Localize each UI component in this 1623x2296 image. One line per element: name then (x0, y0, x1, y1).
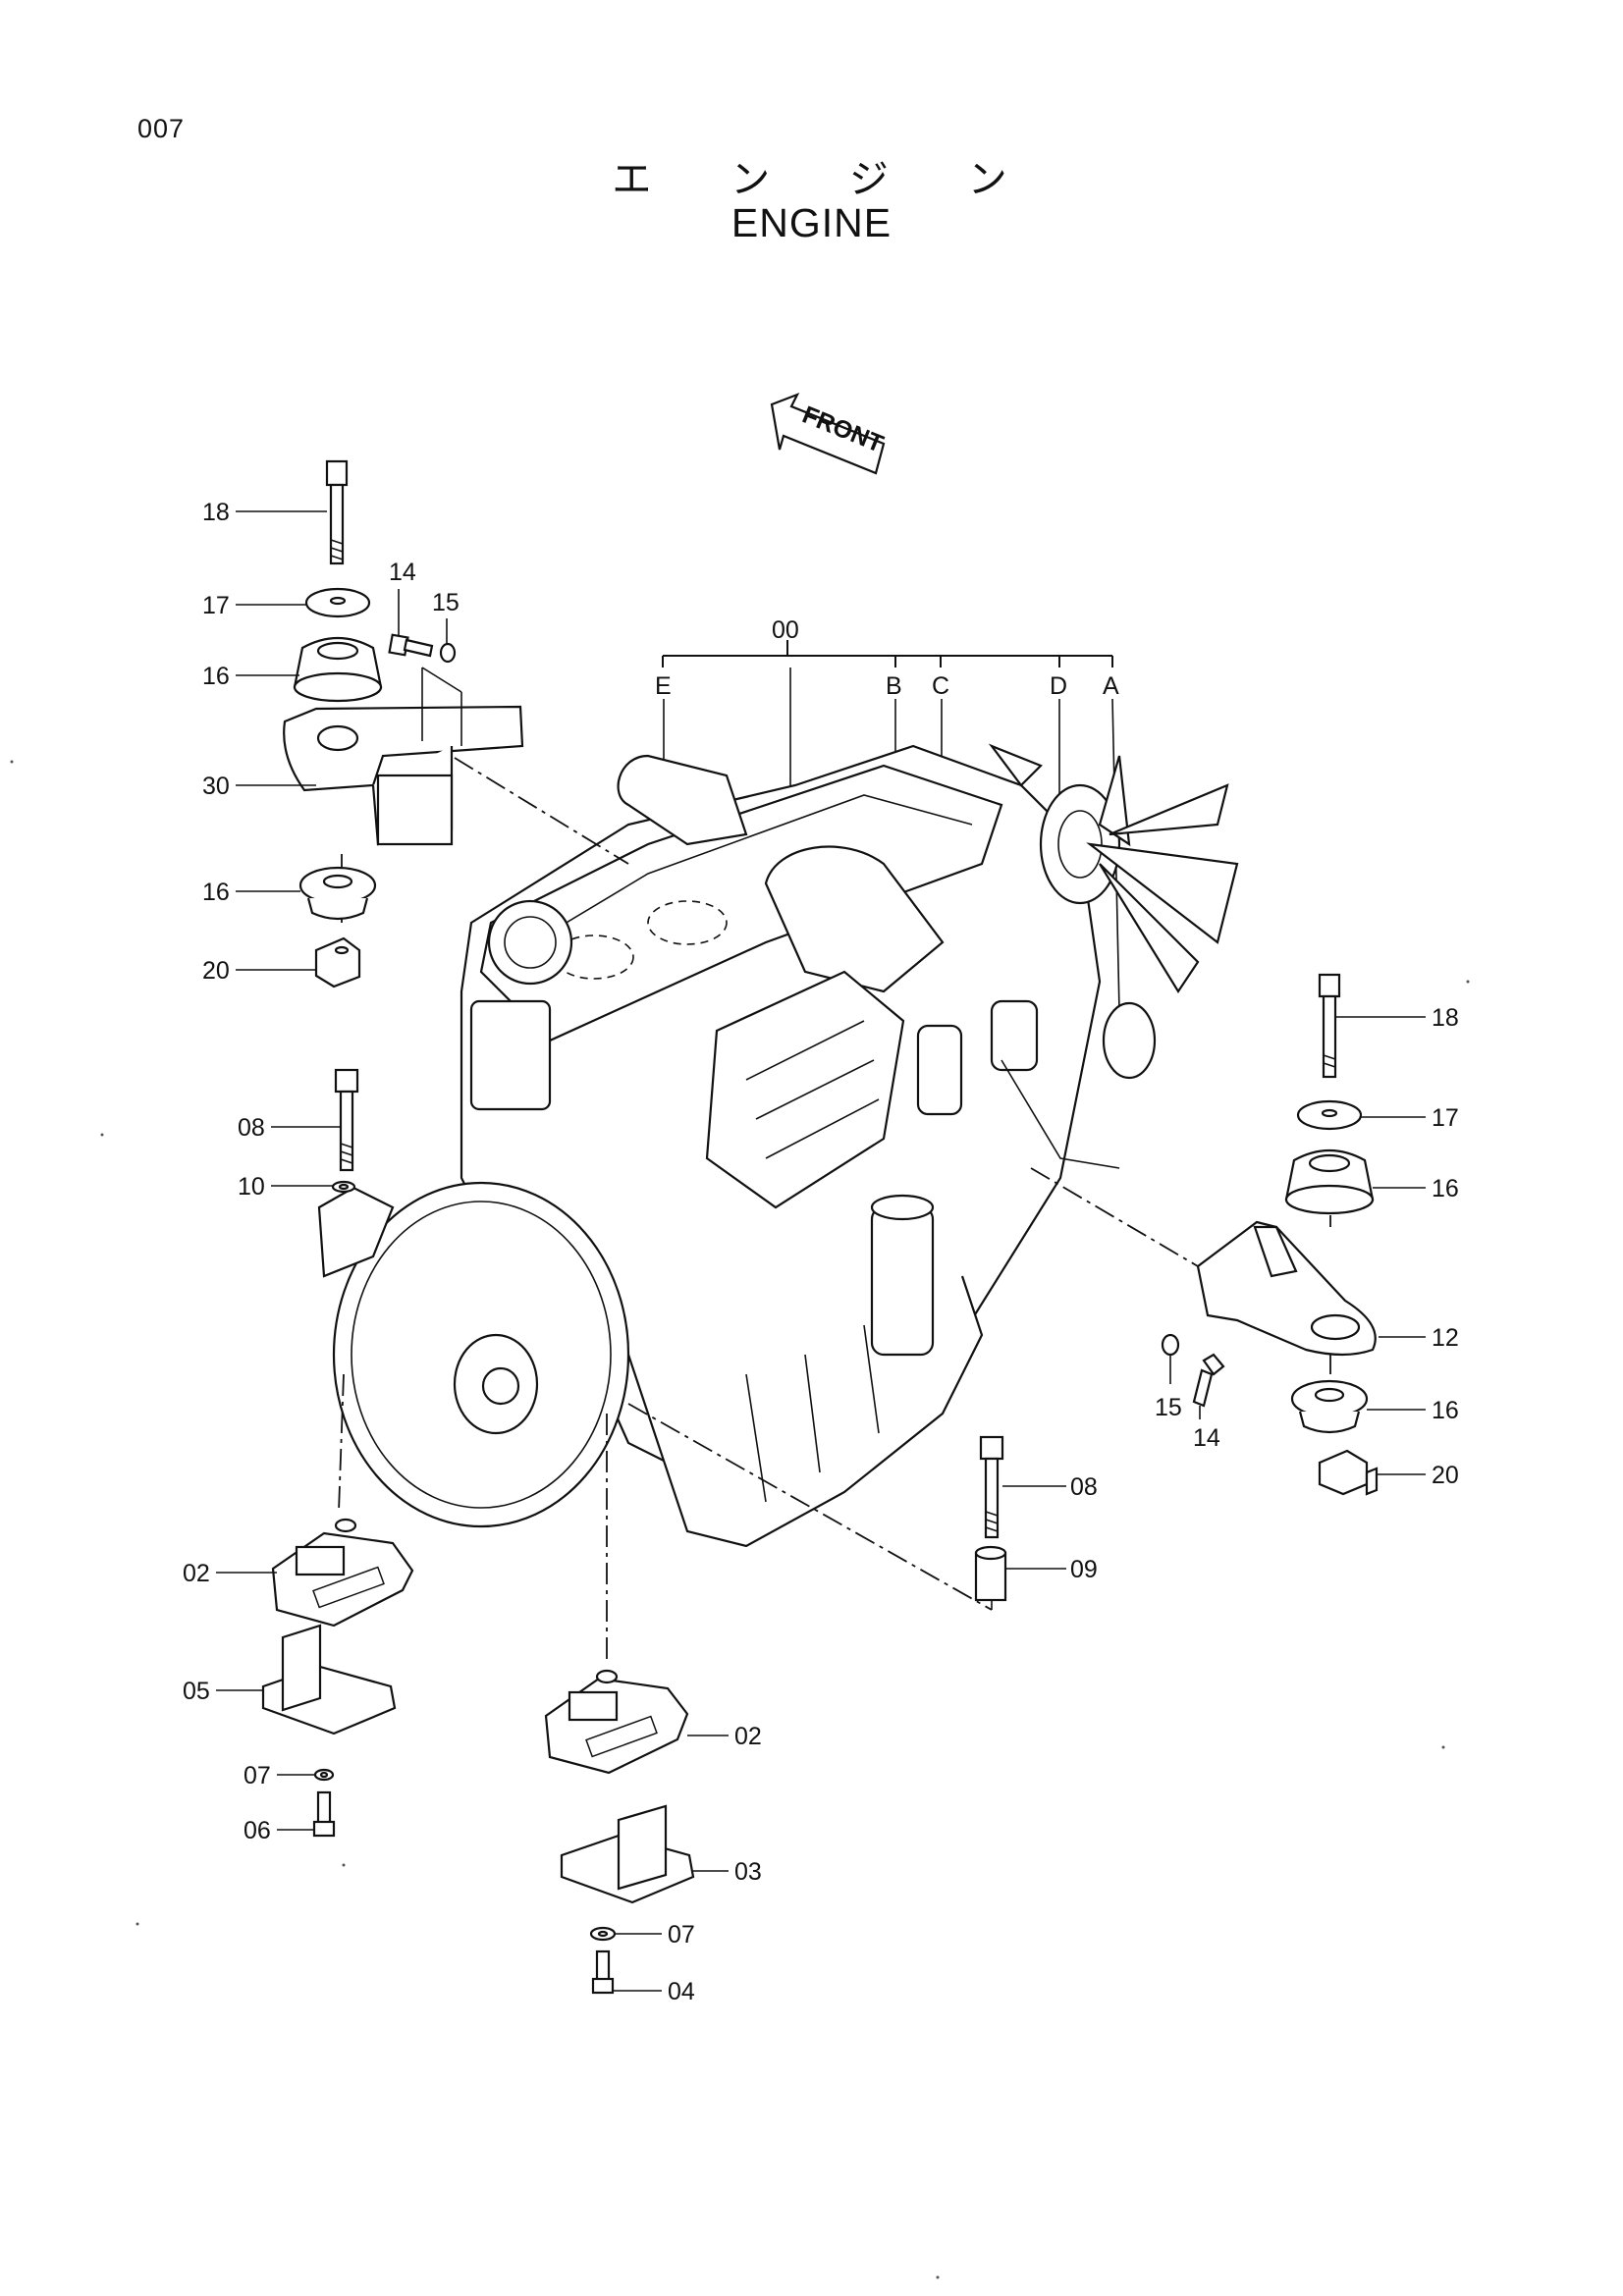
callout-04: 04 (668, 1978, 695, 2005)
bolt-18-left (325, 459, 349, 565)
callout-20-right: 20 (1432, 1462, 1459, 1489)
page-title: ENGINE (730, 200, 893, 245)
callout-14-left: 14 (389, 559, 416, 586)
callout-06: 06 (243, 1817, 271, 1844)
callout-16-right-bottom: 16 (1432, 1397, 1459, 1424)
assembly-sub-label-b: B (886, 672, 902, 700)
assembly-sub-label-a: A (1103, 672, 1119, 700)
callout-16-left-top: 16 (202, 663, 230, 690)
callout-12: 12 (1432, 1324, 1459, 1352)
callout-14-right: 14 (1193, 1424, 1220, 1452)
callout-17-left: 17 (202, 592, 230, 619)
callout-18-left: 18 (202, 499, 230, 526)
callout-08-left: 08 (238, 1114, 265, 1142)
assembly-sub-label-e: E (655, 672, 672, 700)
center-lower-mount-parts (544, 1669, 695, 1995)
callout-17-right: 17 (1432, 1104, 1459, 1132)
left-lower-mount-parts (261, 1518, 414, 1838)
page-title-japanese: エ ン ジ ン (612, 157, 1041, 202)
callout-03: 03 (734, 1858, 762, 1886)
callout-20-left: 20 (202, 957, 230, 985)
callout-07-center: 07 (668, 1921, 695, 1949)
scan-dots (10, 760, 1470, 2279)
callout-08-right: 08 (1070, 1473, 1098, 1501)
left-bolt-08-parts (331, 1068, 359, 1194)
assembly-sub-label-c: C (932, 672, 949, 700)
left-mount-parts (283, 459, 524, 988)
callout-15-right: 15 (1155, 1394, 1182, 1421)
assembly-label: 00 (772, 616, 799, 644)
callout-16-left-bottom: 16 (202, 879, 230, 906)
callout-07-left: 07 (243, 1762, 271, 1789)
right-bolt-08-parts (974, 1435, 1007, 1602)
callout-10: 10 (238, 1173, 265, 1201)
callout-16-right-top: 16 (1432, 1175, 1459, 1202)
callout-02-left: 02 (183, 1560, 210, 1587)
right-mount-parts (1161, 973, 1379, 1496)
callout-15-left: 15 (432, 589, 460, 616)
callouts: 18 17 14 15 16 30 16 20 08 10 18 17 16 1… (183, 499, 1459, 2005)
callout-02-center: 02 (734, 1723, 762, 1750)
callout-05: 05 (183, 1678, 210, 1705)
callout-30: 30 (202, 773, 230, 800)
callout-18-right: 18 (1432, 1004, 1459, 1032)
page-number: 007 (137, 114, 186, 143)
engine-illustration (317, 743, 1239, 1548)
assembly-sub-label-d: D (1050, 672, 1067, 700)
callout-09: 09 (1070, 1556, 1098, 1583)
front-arrow: FRONT (770, 392, 888, 475)
